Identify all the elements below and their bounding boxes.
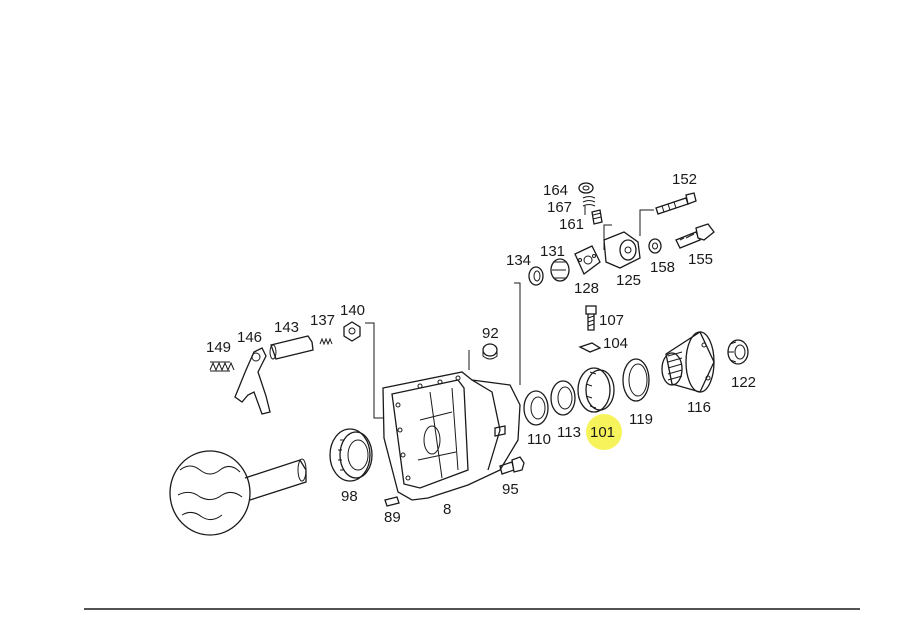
leader-lines [365,206,654,419]
spring-167 [582,196,596,207]
bolt-95 [499,456,525,475]
flange-116 [661,331,715,393]
coupling-131 [550,258,570,282]
label-part-158: 158 [650,259,675,276]
cap-164 [578,182,594,194]
label-part-134: 134 [506,252,531,269]
label-part-146: 146 [237,329,262,346]
drive-shaft-yoke [169,450,307,536]
label-part-110: 110 [527,431,551,448]
washer-158 [648,238,662,254]
label-part-128: 128 [574,280,599,297]
label-part-137: 137 [310,312,335,329]
label-part-92: 92 [482,325,499,342]
label-part-167: 167 [547,199,572,216]
ring-134 [528,266,544,286]
spring-137 [319,337,333,346]
differential-housing-8 [382,371,521,501]
label-part-95: 95 [502,481,519,498]
label-part-125: 125 [616,272,641,289]
label-part-113: 113 [557,424,581,441]
label-part-116: 116 [687,399,711,416]
label-part-119: 119 [629,411,653,428]
bearing-98 [329,428,373,482]
bearing-101 [577,367,615,413]
bolt-152 [655,192,697,215]
seal-110 [523,390,549,426]
bolt-107 [585,305,597,331]
label-part-104: 104 [603,335,628,352]
spring-149 [209,361,235,372]
label-part-131: 131 [540,243,565,260]
label-part-143: 143 [274,319,299,336]
ring-113 [550,380,576,416]
label-part-164: 164 [543,182,568,199]
screw-161 [591,209,603,225]
gasket-128 [574,245,601,276]
nut-140 [343,321,361,342]
label-part-155: 155 [688,251,713,268]
clip-104 [578,342,602,353]
nut-122 [727,339,749,365]
plug-92 [482,343,498,360]
label-part-161: 161 [559,216,584,233]
shift-fork [234,347,271,415]
label-part-101: 101 [590,424,615,441]
label-part-8: 8 [443,501,451,518]
label-part-98: 98 [341,488,358,505]
label-part-140: 140 [340,302,365,319]
shift-rod-143 [269,335,314,360]
label-part-149: 149 [206,339,231,356]
label-part-107: 107 [599,312,624,329]
label-part-122: 122 [731,374,756,391]
race-119 [622,358,650,402]
sensor-155 [675,223,715,249]
label-part-152: 152 [672,171,697,188]
pin-89 [384,496,400,507]
label-part-89: 89 [384,509,401,526]
highlight-marker-101 [586,414,622,450]
housing-125 [603,231,641,269]
